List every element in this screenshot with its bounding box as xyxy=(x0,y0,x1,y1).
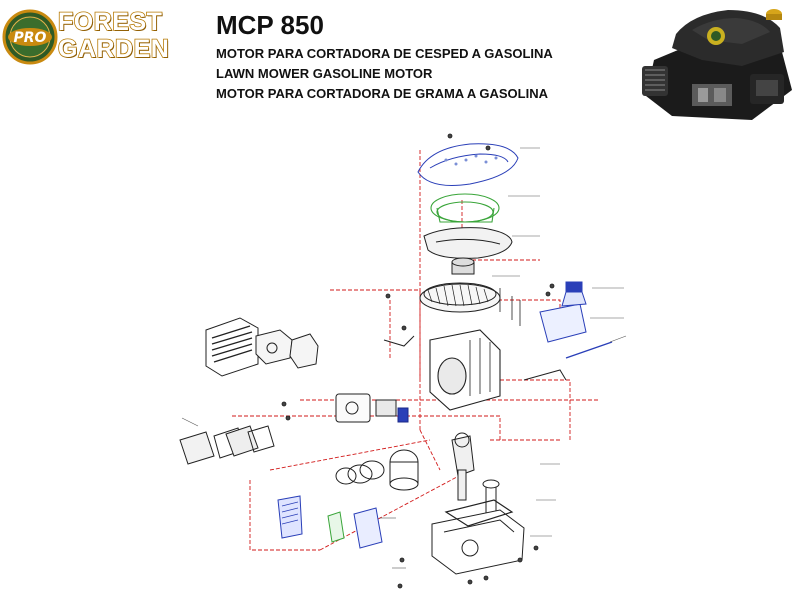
heat-shield-part xyxy=(289,333,319,369)
governor-link-part xyxy=(383,335,567,381)
piston-rings-part xyxy=(335,460,385,485)
piston-part xyxy=(389,449,419,491)
brand-forest: FOREST xyxy=(57,8,163,36)
flywheel-part xyxy=(419,282,501,313)
crankshaft-part xyxy=(451,432,475,501)
subtitle-english: LAWN MOWER GASOLINE MOTOR xyxy=(216,66,433,81)
blower-housing-part xyxy=(423,227,513,259)
base-gasket-part xyxy=(444,499,514,527)
brand-garden: GARDEN xyxy=(57,35,170,63)
muffler-part xyxy=(205,317,259,377)
oil-sump-part xyxy=(431,509,525,575)
filter-cover-part xyxy=(353,507,383,549)
seal-text: PRO xyxy=(14,30,47,46)
green-filter-part xyxy=(327,511,345,543)
subtitle-portuguese: MOTOR PARA CORTADORA DE GRAMA A GASOLINA xyxy=(216,86,548,101)
fuel-tank-part xyxy=(539,281,587,343)
air-filter-part xyxy=(430,193,500,223)
throttle-cable-part xyxy=(565,341,613,359)
brand-seal-icon: PRO xyxy=(2,9,58,65)
part-callouts xyxy=(181,147,627,569)
subtitle-spanish: MOTOR PARA CORTADORA DE CESPED A GASOLIN… xyxy=(216,46,553,61)
carburetor-part xyxy=(335,393,397,423)
engine-photo xyxy=(642,9,792,120)
starter-pulley-part xyxy=(451,257,475,275)
gasket-set-part xyxy=(179,425,275,465)
ignition-coil-part xyxy=(277,495,303,539)
exploded-parts-diagram xyxy=(179,133,627,589)
muffler-guard-part xyxy=(255,329,293,365)
cylinder-block-part xyxy=(429,329,501,411)
carburetor-blue-part xyxy=(397,407,409,423)
bolts-part xyxy=(281,133,555,589)
air-cleaner-cover-part xyxy=(417,143,519,186)
brand-logo: PRO FOREST GARDEN xyxy=(2,6,192,68)
model-title: MCP 850 xyxy=(216,10,324,40)
